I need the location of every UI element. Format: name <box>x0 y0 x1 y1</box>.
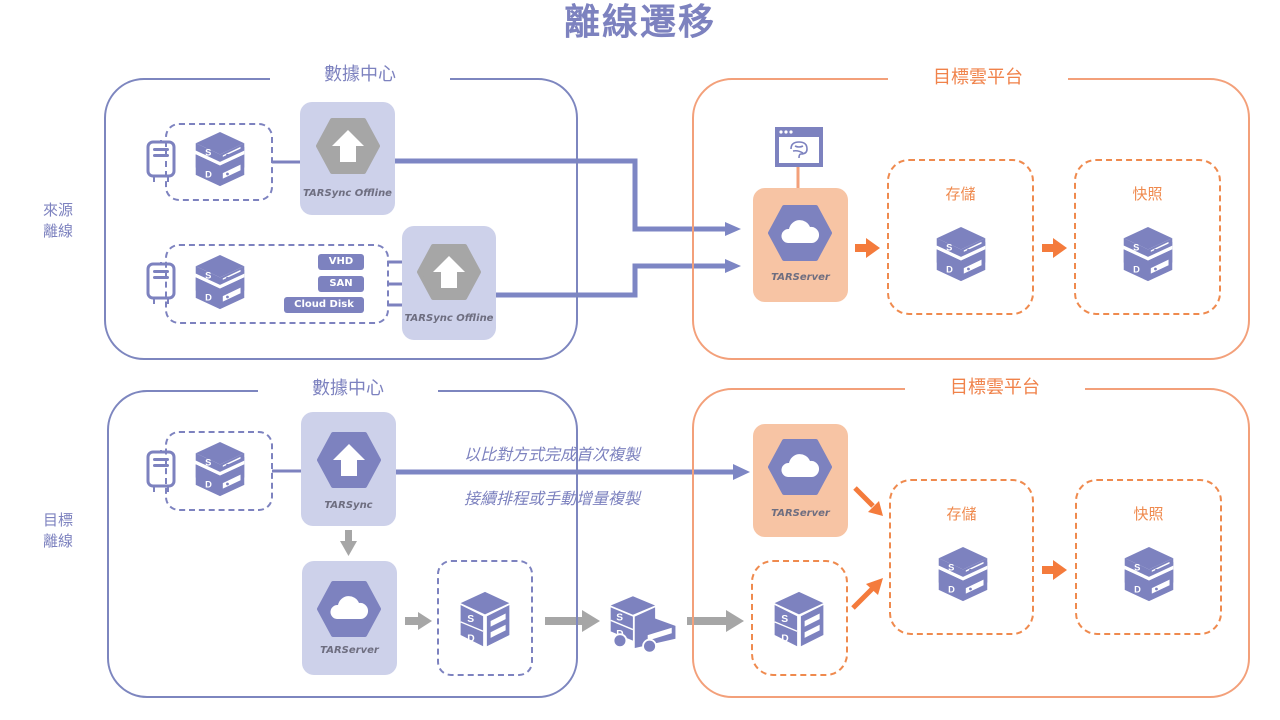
agent-label: TARSync Offline <box>404 313 494 324</box>
top-cloud-title: 目標雲平台 <box>888 66 1068 90</box>
agent-label: TARSync Offline <box>303 188 392 199</box>
tarsync-agent[interactable]: TARSync <box>301 412 396 526</box>
sd-disk-icon <box>935 545 991 605</box>
brain-window-icon <box>775 127 823 167</box>
gray-arrow-to-truck <box>545 610 600 632</box>
bottom-datacenter-title: 數據中心 <box>258 377 438 401</box>
sd-disk-icon <box>1121 545 1177 605</box>
orange-arrow-disk-to-storage <box>851 578 883 610</box>
sd-truck-icon <box>607 592 681 656</box>
side-label-line2: 離線 <box>42 222 73 240</box>
arrow-agent2-to-server <box>496 263 730 298</box>
upload-arrow-icon <box>417 244 481 300</box>
tarserver-cloud-bottom[interactable]: TARServer <box>753 424 848 537</box>
gray-arrow-truck-to-cloud <box>687 610 744 632</box>
tarserver-local[interactable]: TARServer <box>302 561 397 675</box>
annotation-initial-copy: 以比對方式完成首次複製 <box>464 445 641 464</box>
sd-disk-icon <box>1120 225 1176 285</box>
sd-disk-icon <box>192 253 248 313</box>
orange-arrow-storage-to-snapshot <box>1042 238 1067 258</box>
gray-arrow-to-local-storage <box>405 612 432 630</box>
snapshot-box-top: 快照 <box>1074 159 1221 315</box>
source1-disk-box <box>165 123 273 201</box>
snapshot-label: 快照 <box>1132 185 1163 203</box>
target-offline-label: 目標 離線 <box>38 510 78 552</box>
page-title: 離線遷移 <box>563 2 716 43</box>
side-label-line1: 目標 <box>42 511 73 529</box>
storage-box-bottom: 存儲 <box>889 479 1034 635</box>
top-datacenter-title: 數據中心 <box>270 63 450 87</box>
bottom-cloud-title: 目標雲平台 <box>905 376 1085 400</box>
agent-label: TARSync <box>324 500 373 511</box>
cloud-icon <box>768 205 832 261</box>
side-label-line1: 來源 <box>42 201 73 219</box>
arrowhead-1 <box>725 222 741 236</box>
storage-box-top: 存儲 <box>887 159 1034 315</box>
server-label: TARServer <box>771 508 830 519</box>
orange-arrow-server-to-storage <box>855 238 880 258</box>
tag-vhd: VHD <box>318 254 364 270</box>
server-label: TARServer <box>320 645 379 656</box>
target-source-disk-box <box>165 431 273 511</box>
tag-san: SAN <box>318 276 364 292</box>
annotation-incremental-copy: 接續排程或手動增量複製 <box>464 489 641 508</box>
tag-cloud-disk: Cloud Disk <box>284 297 364 313</box>
local-storage-box <box>437 560 533 676</box>
source2-disk-box <box>165 244 389 324</box>
tarsync-offline-agent-1[interactable]: TARSync Offline <box>300 102 395 215</box>
cloud-disk-box <box>751 560 848 676</box>
cloud-icon <box>768 439 832 495</box>
sd-disk-icon <box>192 130 248 190</box>
sd-disk-icon <box>192 440 248 500</box>
arrow-agent1-to-server <box>395 158 730 232</box>
orange-arrow-server-to-storage-bottom <box>853 486 883 516</box>
upload-arrow-icon <box>316 118 380 174</box>
snapshot-label: 快照 <box>1133 505 1164 523</box>
orange-arrow-storage-to-snapshot-bottom <box>1042 560 1067 580</box>
snapshot-box-bottom: 快照 <box>1075 479 1222 635</box>
sd-disk-icon <box>933 225 989 285</box>
upload-arrow-icon <box>317 432 381 488</box>
sd-disk-icon <box>769 590 829 650</box>
side-label-line2: 離線 <box>42 532 73 550</box>
tarsync-offline-agent-2[interactable]: TARSync Offline <box>402 226 496 340</box>
tarserver-cloud-top[interactable]: TARServer <box>753 188 848 302</box>
gray-arrow-down <box>340 530 357 556</box>
server-label: TARServer <box>771 272 830 283</box>
storage-label: 存儲 <box>945 185 976 203</box>
cloud-icon <box>317 581 381 637</box>
source-offline-label: 來源 離線 <box>38 200 78 242</box>
storage-label: 存儲 <box>946 505 977 523</box>
arrowhead-2 <box>725 259 741 273</box>
sd-disk-icon <box>455 590 515 650</box>
arrowhead-3 <box>733 464 750 480</box>
